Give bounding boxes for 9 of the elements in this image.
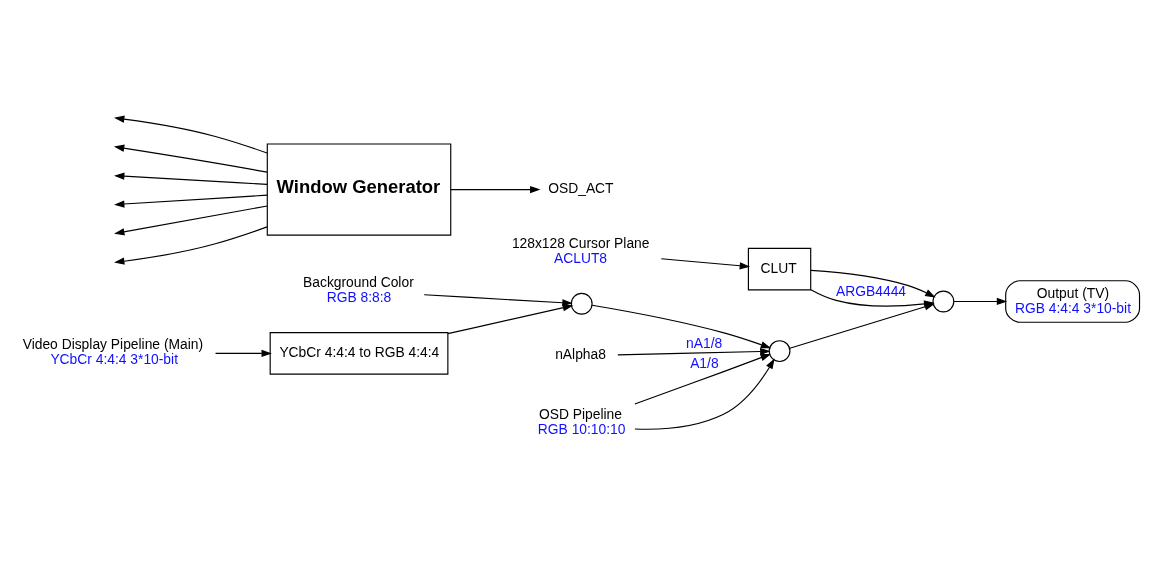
node-text: Video Display Pipeline (Main) YCbCr 4:4:4 3*10-bit xyxy=(22,336,204,368)
edge-label: nA1/8 xyxy=(686,335,723,352)
node-text: nAlpha8 xyxy=(555,346,606,363)
node-text: OSD Pipeline RGB 10:10:10 xyxy=(537,405,626,437)
node-text: Background Color RGB 8:8:8 xyxy=(303,274,414,306)
edge-label: A1/8 xyxy=(690,354,719,371)
edge-label: ARGB4444 xyxy=(836,283,907,300)
node-text: 128x128 Cursor Plane ACLUT8 xyxy=(511,234,650,266)
node-text: OSD_ACT xyxy=(548,180,614,197)
